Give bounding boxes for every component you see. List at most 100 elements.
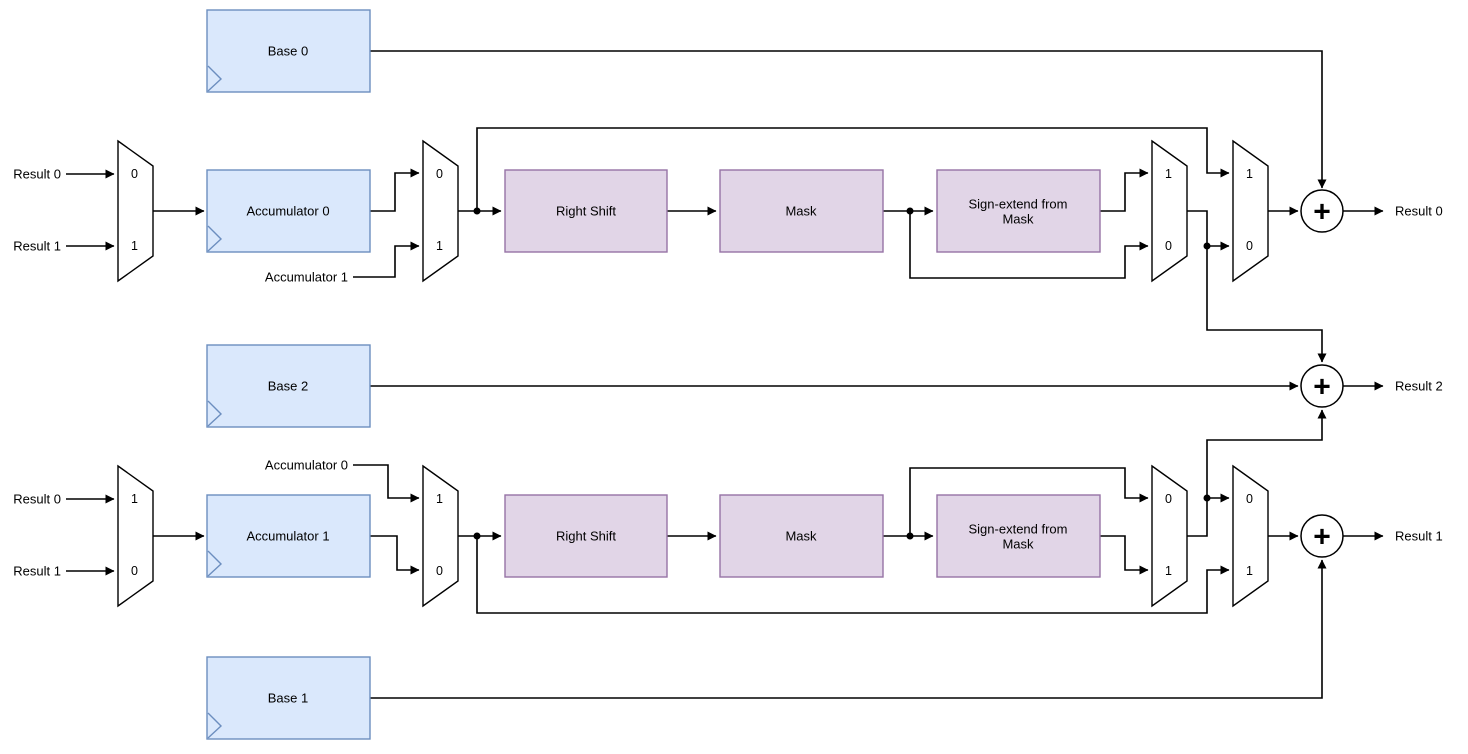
wire-base1-to-adder1 <box>370 559 1327 699</box>
register-acc0: Accumulator 0 <box>206 169 371 253</box>
mux-port-label: 0 <box>131 564 138 578</box>
register-label: Base 0 <box>268 44 308 59</box>
register-label: Base 2 <box>268 379 308 394</box>
output-label-result1: Result 1 <box>1395 529 1443 544</box>
mux-body <box>1151 464 1188 608</box>
wire-signext-to-mux3 <box>1100 168 1149 212</box>
mux-body <box>117 464 154 608</box>
mux-port-label: 0 <box>1246 239 1253 253</box>
adder-result2: + <box>1300 364 1344 408</box>
register-box <box>206 9 371 93</box>
mux-port-label: 1 <box>131 492 138 506</box>
mux4-upper: 1 0 <box>1232 139 1269 283</box>
op-label-line1: Sign-extend from <box>969 197 1068 212</box>
mux-body <box>1151 139 1188 283</box>
op-signextend-lower: Sign-extend from Mask <box>936 494 1101 578</box>
op-mask-lower: Mask <box>719 494 884 578</box>
mux-port-label: 0 <box>436 167 443 181</box>
wire-base0-to-adder0 <box>370 50 1327 189</box>
mux-port-label: 1 <box>1246 167 1253 181</box>
mux1-lower: 1 0 <box>117 464 154 608</box>
op-label: Right Shift <box>556 529 616 544</box>
adder-circle <box>1300 189 1344 233</box>
mux2-upper: 0 1 <box>422 139 459 283</box>
wire-mask-bypass-to-mux3b <box>909 467 1149 536</box>
input-label-result0-lower: Result 0 <box>13 492 61 507</box>
adder-result0: + <box>1300 189 1344 233</box>
register-box <box>206 344 371 428</box>
register-label: Base 1 <box>268 691 308 706</box>
mux3-upper: 1 0 <box>1151 139 1188 283</box>
op-label: Mask <box>785 529 817 544</box>
op-box <box>504 169 668 253</box>
wire-label-accumulator0: Accumulator 0 <box>265 458 348 473</box>
wire-mux3-to-adder2-top <box>1206 246 1327 363</box>
input-labels: Result 0 Result 1 Result 0 Result 1 <box>13 167 61 579</box>
junction-dot <box>906 532 914 540</box>
mux1-upper: 0 1 <box>117 139 154 283</box>
mux-body <box>422 464 459 608</box>
junction-dot <box>906 207 914 215</box>
clock-chevron-icon <box>207 550 223 577</box>
op-box <box>936 169 1101 253</box>
op-label: Mask <box>785 204 817 219</box>
wire-mux3b-to-mux4b <box>1187 493 1230 537</box>
output-label-result0: Result 0 <box>1395 204 1443 219</box>
wire-mux2b-bypass-to-mux4b <box>476 536 1230 614</box>
junction-dot <box>473 207 481 215</box>
mux-port-label: 0 <box>436 564 443 578</box>
wire-signext-to-mux3b <box>1100 535 1149 575</box>
op-label-line2: Mask <box>1002 537 1034 552</box>
mux-port-label: 1 <box>1165 167 1172 181</box>
op-label-line2: Mask <box>1002 212 1034 227</box>
mux-port-label: 1 <box>436 239 443 253</box>
output-label-result2: Result 2 <box>1395 379 1443 394</box>
mux2-lower: 1 0 <box>422 464 459 608</box>
mux-port-label: 1 <box>131 239 138 253</box>
register-box <box>206 494 371 578</box>
mux3-lower: 0 1 <box>1151 464 1188 608</box>
input-label-result1-lower: Result 1 <box>13 564 61 579</box>
mux-body <box>422 139 459 283</box>
register-acc1: Accumulator 1 <box>206 494 371 578</box>
op-box <box>504 494 668 578</box>
plus-icon: + <box>1313 371 1331 404</box>
clock-chevron-icon <box>207 65 223 92</box>
op-mask-upper: Mask <box>719 169 884 253</box>
register-base1: Base 1 <box>206 656 371 740</box>
register-label: Accumulator 0 <box>246 204 329 219</box>
op-rightshift-lower: Right Shift <box>504 494 668 578</box>
wire-labels: Accumulator 1 Accumulator 0 <box>265 270 348 473</box>
plus-icon: + <box>1313 521 1331 554</box>
register-base2: Base 2 <box>206 344 371 428</box>
op-box <box>936 494 1101 578</box>
mux-body <box>117 139 154 283</box>
op-box <box>719 494 884 578</box>
wire-mux3b-to-adder2-bottom <box>1206 409 1327 498</box>
adder-result1: + <box>1300 514 1344 558</box>
junction-dots <box>473 207 1211 540</box>
wire-mask-bypass-to-mux3 <box>909 211 1149 279</box>
junction-dot <box>473 532 481 540</box>
mux-port-label: 0 <box>1165 239 1172 253</box>
register-box <box>206 169 371 253</box>
input-label-result1-upper: Result 1 <box>13 239 61 254</box>
register-label: Accumulator 1 <box>246 529 329 544</box>
mux-port-label: 0 <box>1246 492 1253 506</box>
wire-acc0-to-mux2 <box>370 168 420 212</box>
wires <box>66 50 1384 699</box>
mux4-lower: 0 1 <box>1232 464 1269 608</box>
mux-port-label: 1 <box>1246 564 1253 578</box>
junction-dot <box>1203 242 1211 250</box>
mux-port-label: 0 <box>1165 492 1172 506</box>
mux-port-label: 0 <box>131 167 138 181</box>
mux-body <box>1232 464 1269 608</box>
plus-icon: + <box>1313 196 1331 229</box>
adder-circle <box>1300 364 1344 408</box>
op-box <box>719 169 884 253</box>
wire-acc0label-to-mux2b <box>353 464 420 503</box>
wire-mux2-bypass-to-mux4 <box>476 127 1230 211</box>
junction-dot <box>1203 494 1211 502</box>
clock-chevron-icon <box>207 225 223 252</box>
